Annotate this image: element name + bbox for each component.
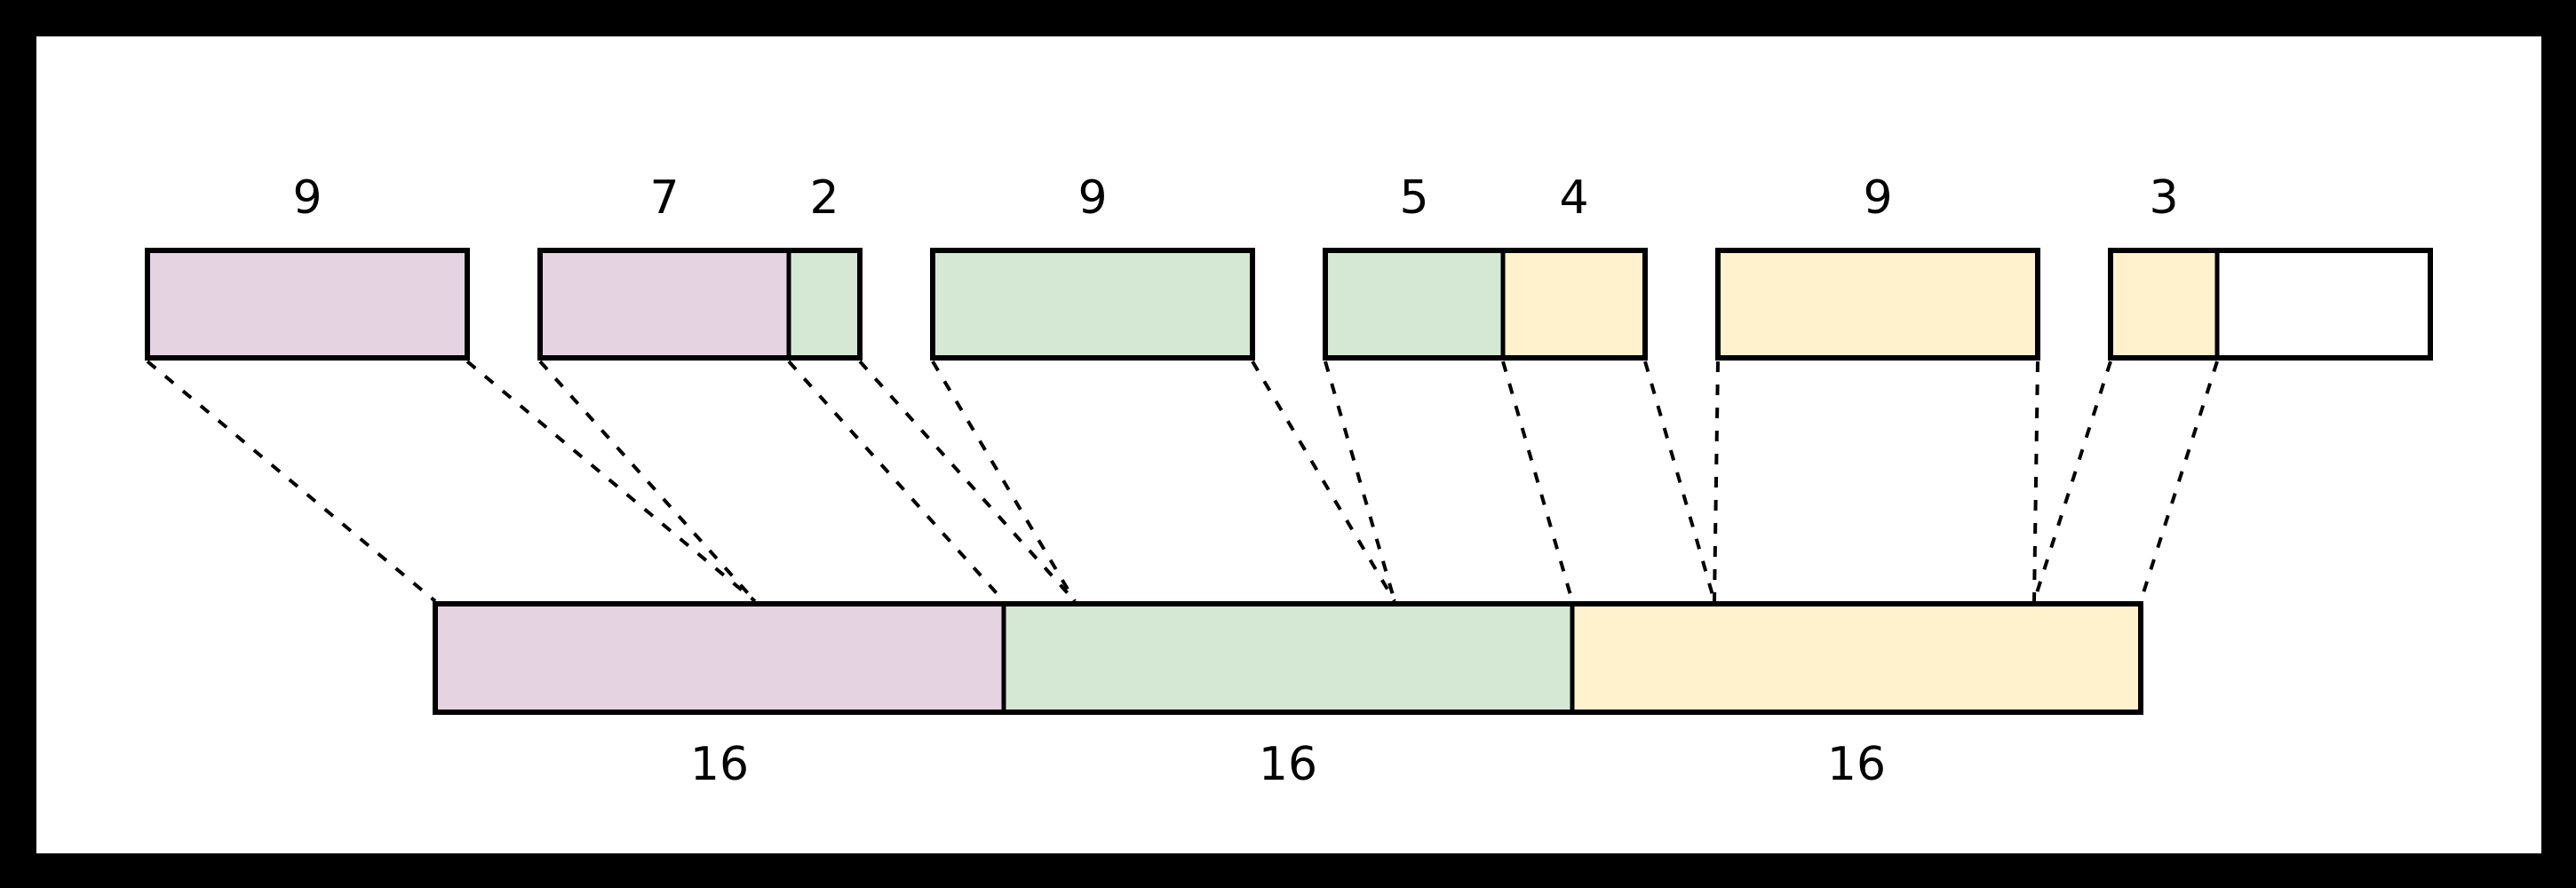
- chunk-6-label: 3: [2149, 171, 2178, 225]
- canvas-background: [36, 36, 2541, 853]
- chunk-4-label-2: 4: [1559, 171, 1588, 225]
- chunk-5-outline: [1715, 248, 2040, 361]
- chunk-6: 3: [2108, 171, 2433, 361]
- connector-line: [465, 360, 757, 603]
- chunk-2-outline: [537, 248, 863, 361]
- bottom-bar-outline: [433, 601, 2143, 715]
- connector-line: [538, 360, 757, 603]
- connector-line: [1643, 361, 1716, 602]
- block-2-segment: [1004, 604, 1572, 712]
- block-3-segment: [1572, 604, 2141, 712]
- chunk-4-outline: [1323, 248, 1648, 361]
- connectors: [146, 360, 2219, 603]
- chunk-1-label: 9: [292, 171, 322, 225]
- connector-line: [2032, 361, 2039, 602]
- chunk-2-segment-1: [540, 250, 789, 358]
- chunk-4: 5 4: [1323, 171, 1648, 361]
- connector-line: [1251, 360, 1396, 603]
- chunk-6-segment-2: [2217, 250, 2430, 358]
- chunk-6-segment-1: [2111, 250, 2217, 358]
- chunk-3-label: 9: [1077, 171, 1107, 225]
- connector-line: [931, 360, 1077, 603]
- connector-line: [1324, 361, 1396, 602]
- bottom-bar: 16 16 16: [433, 601, 2143, 791]
- chunk-4-segment-2: [1503, 250, 1645, 358]
- chunk-5-label: 9: [1863, 171, 1892, 225]
- chunk-2-segment-2: [789, 250, 860, 358]
- connector-line: [1713, 361, 1720, 602]
- chunk-2: 7 2: [537, 171, 863, 361]
- chunk-2-label-1: 7: [649, 171, 679, 225]
- chunk-3-segment-1: [933, 250, 1252, 358]
- connector-line: [787, 360, 1006, 603]
- chunk-4-segment-1: [1325, 250, 1503, 358]
- chunk-6-outline: [2108, 248, 2433, 361]
- block-3-label: 16: [1827, 738, 1886, 791]
- connector-line: [146, 360, 437, 603]
- chunk-3: 9: [930, 171, 1255, 361]
- chunk-1-outline: [145, 248, 470, 361]
- connector-line: [2139, 361, 2219, 602]
- chunk-2-label-2: 2: [809, 171, 839, 225]
- block-1-label: 16: [690, 738, 749, 791]
- chunk-1-segment-1: [147, 250, 467, 358]
- connector-line: [858, 360, 1077, 603]
- chunk-4-label-1: 5: [1399, 171, 1428, 225]
- chunk-5-segment-1: [1718, 250, 2038, 358]
- block-2-label: 16: [1259, 738, 1317, 791]
- connector-line: [1501, 361, 1574, 602]
- chunk-5: 9: [1715, 171, 2040, 361]
- chunk-3-outline: [930, 248, 1255, 361]
- chunk-1: 9: [145, 171, 470, 361]
- connector-line: [2032, 361, 2112, 602]
- block-1-segment: [435, 604, 1004, 712]
